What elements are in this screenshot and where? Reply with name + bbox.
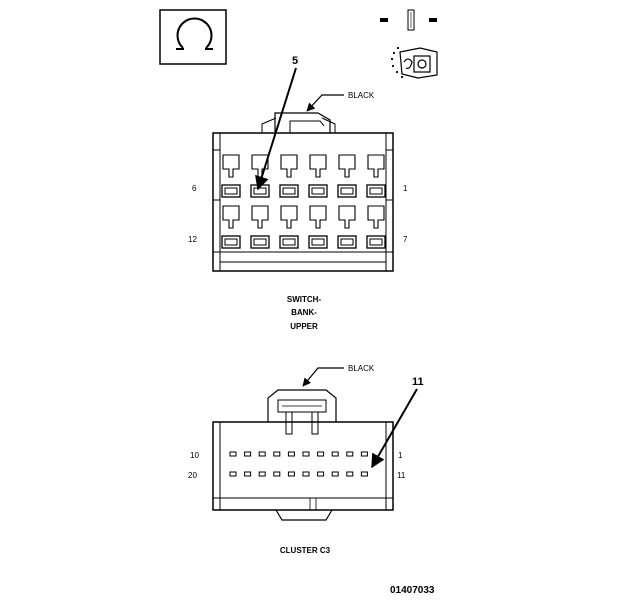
terminal-cavity [302,451,310,457]
caption-cluster-c3: CLUSTER C3 [280,546,331,555]
pin-label-bottom-right: 7 [403,235,408,244]
terminal-cavity [273,471,281,477]
terminal-cavity [258,451,266,457]
terminal-cavity [287,451,295,457]
terminal-cavity [273,451,281,457]
caption-line-2: BANK- [291,308,317,317]
wire-color-callout-bottom [302,367,344,387]
pin-label-bottom-connector-bottom-right: 11 [397,471,406,480]
cluster-c3-connector [212,389,394,521]
terminal-cavity [244,471,252,477]
switch-bank-upper-cavities [221,154,386,249]
terminal-cavity [229,451,237,457]
terminal-cavity [346,451,354,457]
wire-color-label-bottom: BLACK [348,364,375,373]
wire-color-label-top: BLACK [348,91,375,100]
pin-label-bottom-connector-top-left: 10 [190,451,199,460]
caption-line-3: UPPER [290,322,318,331]
terminal-cavity [346,471,354,477]
pin-label-bottom-left: 12 [188,235,197,244]
terminal-cavity [221,154,241,198]
terminal-cavity [366,154,386,198]
terminal-cavity [244,451,252,457]
caption-line-1: SWITCH- [287,295,322,304]
terminal-cavity [250,205,270,249]
omega-terminal-icon [159,9,227,65]
cluster-c3-cavities [229,451,368,477]
terminal-cavity [221,205,241,249]
terminal-cavity [337,205,357,249]
pin-callout-arrow-top [255,67,297,191]
pin-label-bottom-connector-bottom-left: 20 [188,471,197,480]
terminal-cavity [258,471,266,477]
terminal-cavity [287,471,295,477]
terminal-cavity [331,451,339,457]
terminal-cavity [337,154,357,198]
wire-color-callout-top [306,94,344,112]
terminal-cavity [229,471,237,477]
pin-callout-number-top: 5 [292,55,298,67]
terminal-cavity [302,471,310,477]
terminal-cavity [366,205,386,249]
terminal-cavity [279,154,299,198]
terminal-cavity [360,471,368,477]
pin-numbering-detail-icon [390,46,438,79]
terminal-cavity [308,205,328,249]
terminal-cavity [279,205,299,249]
terminal-cavity [317,451,325,457]
terminal-cavity [360,451,368,457]
terminal-cavity [331,471,339,477]
pin-label-bottom-connector-top-right: 1 [398,451,403,460]
pin-callout-arrow-bottom [371,388,418,469]
figure-id: 01407033 [390,585,435,596]
terminal-pin-icon [380,9,437,31]
switch-bank-upper-connector [212,112,394,272]
pin-label-top-left: 6 [192,184,197,193]
terminal-cavity [317,471,325,477]
terminal-cavity [308,154,328,198]
pin-callout-number-bottom: 11 [412,376,424,388]
pin-label-top-right: 1 [403,184,408,193]
